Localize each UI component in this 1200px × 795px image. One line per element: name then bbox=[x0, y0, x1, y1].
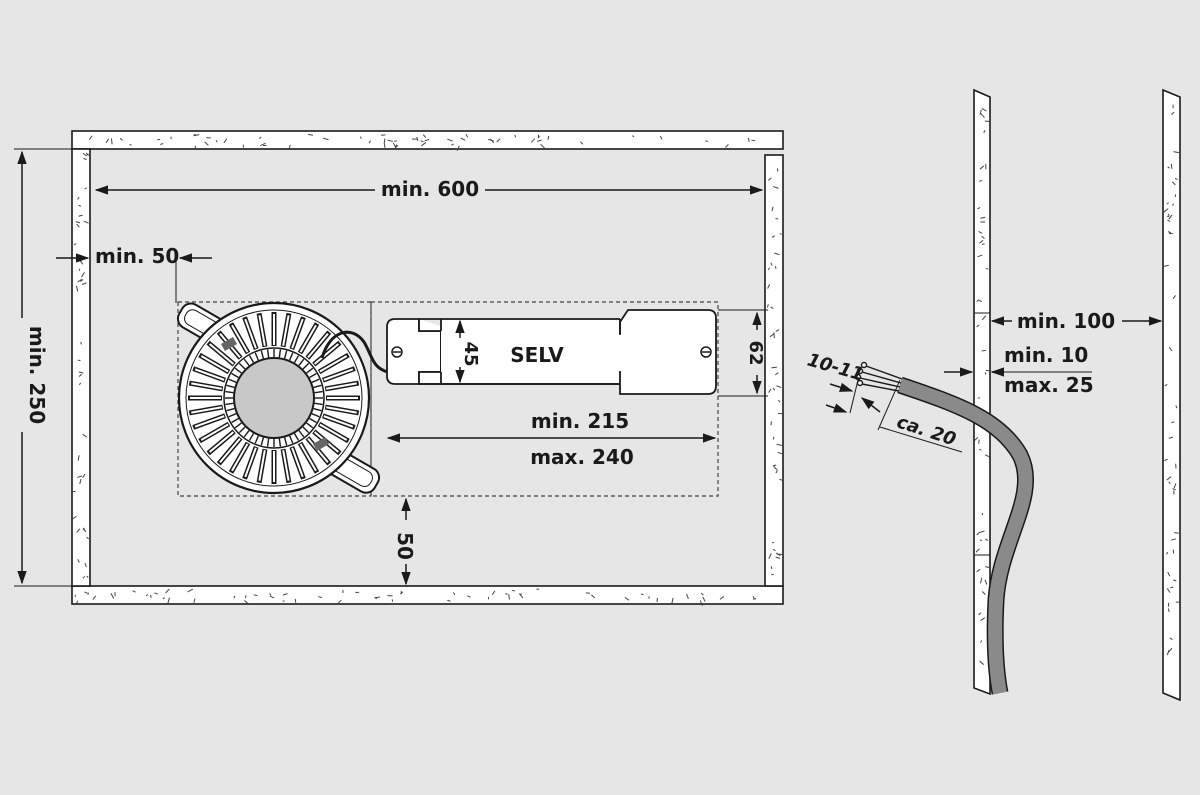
driver-label: SELV bbox=[510, 343, 564, 367]
driver-length-dimension: min. 215 max. 240 bbox=[388, 409, 715, 469]
panel-thickness-max-label: max. 25 bbox=[1004, 373, 1094, 397]
right-wall bbox=[765, 155, 783, 586]
section-view: min. 100 min. 10 max. 25 10-11 ca. 20 bbox=[805, 90, 1181, 700]
side-clearance-label: min. 50 bbox=[95, 244, 179, 268]
rear-panel bbox=[1163, 90, 1180, 700]
driver-length-min-label: min. 215 bbox=[531, 409, 629, 433]
driver-box-height-label: 62 bbox=[745, 340, 766, 365]
driver-length-max-label: max. 240 bbox=[530, 445, 634, 469]
ceiling-gap-label: min. 100 bbox=[1017, 309, 1115, 333]
bottom-clearance-label: 50 bbox=[393, 532, 417, 560]
strip-length-label: 10-11 bbox=[805, 349, 866, 385]
driver-box: SELV 45 bbox=[387, 310, 716, 394]
led-lens bbox=[234, 358, 314, 438]
width-label: min. 600 bbox=[381, 177, 479, 201]
bottom-clearance-dimension: 50 bbox=[393, 499, 417, 584]
height-dimension: min. 250 bbox=[14, 149, 72, 586]
left-wall bbox=[72, 149, 90, 586]
downlight bbox=[174, 300, 388, 497]
height-label: min. 250 bbox=[25, 326, 49, 424]
width-dimension: min. 600 bbox=[96, 177, 762, 201]
bottom-wall bbox=[72, 586, 783, 604]
driver-height-label: 45 bbox=[460, 341, 481, 366]
driver-box-height-dimension: 62 bbox=[718, 310, 768, 396]
cable-strip-label: ca. 20 bbox=[894, 412, 958, 451]
panel-thickness-min-label: min. 10 bbox=[1004, 343, 1088, 367]
